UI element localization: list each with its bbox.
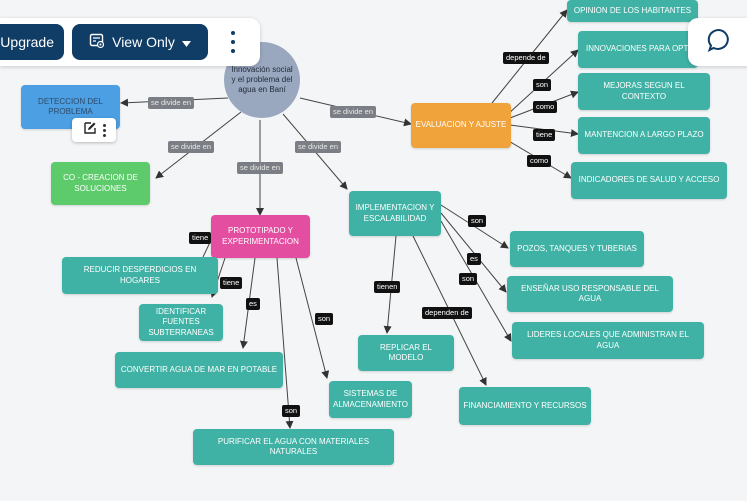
link-label: son [533,79,552,91]
caret-down-icon [181,34,191,50]
node-convertir[interactable]: CONVERTIR AGUA DE MAR EN POTABLE [115,352,283,388]
chat-button[interactable] [688,18,747,66]
node-mejoras[interactable]: MEJORAS SEGUN EL CONTEXTO [578,73,710,110]
node-implementacion[interactable]: IMPLEMENTACION Y ESCALABILIDAD [349,191,441,236]
chat-bubble-icon [706,27,732,58]
connector-line [440,212,507,293]
node-fuentes[interactable]: IDENTIFICAR FUENTES SUBTERRANEAS [139,304,223,341]
link-label: tienen [374,281,401,293]
link-label: tiene [533,129,556,141]
node-cocreacion[interactable]: CO - CREACION DE SOLUCIONES [51,162,150,205]
node-financiamiento[interactable]: FINANCIAMIENTO Y RECURSOS [459,387,591,425]
link-label: se divide en [168,141,215,153]
edit-icon[interactable] [83,121,97,140]
link-label: es [467,253,481,265]
node-replicar[interactable]: REPLICAR EL MODELO [358,335,454,371]
node-ensenar[interactable]: ENSEÑAR USO RESPONSABLE DEL AGUA [507,276,673,312]
link-label: como [527,155,552,167]
more-vertical-icon[interactable] [224,28,242,56]
central-concept-text: Innovación social y el problema del agua… [231,65,293,94]
link-label: son [468,215,487,227]
more-vertical-icon[interactable] [102,123,106,137]
top-toolbar: Upgrade View Only [0,18,260,66]
node-reducir[interactable]: REDUCIR DESPERDICIOS EN HOGARES [62,257,218,294]
upgrade-button[interactable]: Upgrade [0,24,64,60]
link-label: se divide en [148,97,195,109]
view-only-label: View Only [112,34,175,50]
link-label: dependen de [422,307,472,319]
link-label: tiene [220,277,243,289]
node-lideres[interactable]: LIDERES LOCALES QUE ADMINISTRAN EL AGUA [512,322,704,359]
node-prototipado[interactable]: PROTOTIPADO Y EXPERIMENTACION [211,215,310,258]
node-mantencion[interactable]: MANTENCION A LARGO PLAZO [578,117,710,154]
link-label: tiene [189,232,212,244]
link-label: son [315,313,334,325]
node-edit-tools [72,118,116,142]
node-pozos[interactable]: POZOS, TANQUES Y TUBERIAS [510,231,644,267]
link-label: depende de [503,52,549,64]
view-only-icon [89,33,105,52]
node-innovaciones[interactable]: INNOVACIONES PARA OPTI [578,31,698,68]
link-label: se divide en [237,162,284,174]
link-label: es [246,298,260,310]
link-label: como [533,101,558,113]
node-indicadores[interactable]: INDICADORES DE SALUD Y ACCESO [571,162,727,199]
node-sistemas[interactable]: SISTEMAS DE ALMACENAMIENTO [329,381,412,418]
connector-line [440,204,509,249]
node-opinion[interactable]: OPINION DE LOS HABITANTES [567,0,698,22]
connector-line [276,257,294,429]
view-only-button[interactable]: View Only [72,24,208,60]
node-evaluacion[interactable]: EVALUACION Y AJUSTE [411,103,511,148]
link-label: se divide en [295,141,342,153]
connector-line [295,257,330,379]
node-purificar[interactable]: PURIFICAR EL AGUA CON MATERIALES NATURAL… [193,429,394,465]
link-label: son [459,273,478,285]
link-label: se divide en [330,106,377,118]
link-label: son [282,405,301,417]
